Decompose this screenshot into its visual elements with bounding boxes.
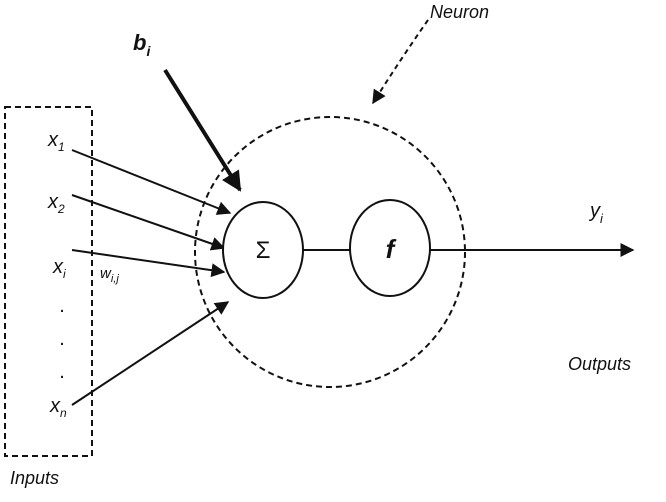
input-label-xi: xi bbox=[52, 256, 66, 281]
output-sub: i bbox=[600, 211, 604, 226]
input-label-x1: x1 bbox=[47, 129, 65, 154]
neuron-pointer-arrow bbox=[372, 19, 429, 105]
input-base: x bbox=[52, 256, 64, 278]
input-sub: 2 bbox=[57, 202, 65, 216]
ellipsis-dot-1: . bbox=[59, 295, 65, 317]
output-base: y bbox=[588, 200, 601, 222]
input-base: x bbox=[49, 395, 61, 417]
input-label-x2: x2 bbox=[47, 191, 65, 216]
input-arrow-x1 bbox=[71, 149, 232, 215]
input-arrow-x2 bbox=[71, 194, 226, 251]
outputs-label: Outputs bbox=[568, 354, 631, 374]
input-arrow-xi bbox=[71, 249, 226, 278]
bias-base: b bbox=[133, 30, 146, 55]
weight-sub: i,j bbox=[111, 273, 120, 285]
input-sub: n bbox=[60, 406, 67, 420]
output-label: yi bbox=[588, 200, 604, 226]
input-label-xn: xn bbox=[49, 395, 67, 420]
activation-node bbox=[349, 199, 431, 297]
input-arrow-xn bbox=[71, 301, 230, 406]
input-base: x bbox=[47, 129, 59, 151]
neuron-label: Neuron bbox=[430, 2, 489, 22]
inputs-box bbox=[4, 106, 93, 457]
input-sub: 1 bbox=[58, 140, 65, 154]
ellipsis-dot-3: . bbox=[59, 361, 65, 383]
input-sub: i bbox=[63, 267, 66, 281]
bias-label: bi bbox=[133, 30, 151, 59]
bias-arrow bbox=[163, 68, 242, 192]
ellipsis-dot-2: . bbox=[59, 328, 65, 350]
weight-base: w bbox=[100, 265, 112, 282]
summation-symbol: Σ bbox=[256, 237, 271, 264]
input-base: x bbox=[47, 191, 59, 213]
weight-label: wi,j bbox=[100, 265, 119, 285]
neuron-boundary bbox=[194, 116, 466, 388]
activation-symbol: f bbox=[386, 234, 397, 264]
inputs-label: Inputs bbox=[10, 468, 59, 488]
bias-sub: i bbox=[146, 43, 151, 59]
